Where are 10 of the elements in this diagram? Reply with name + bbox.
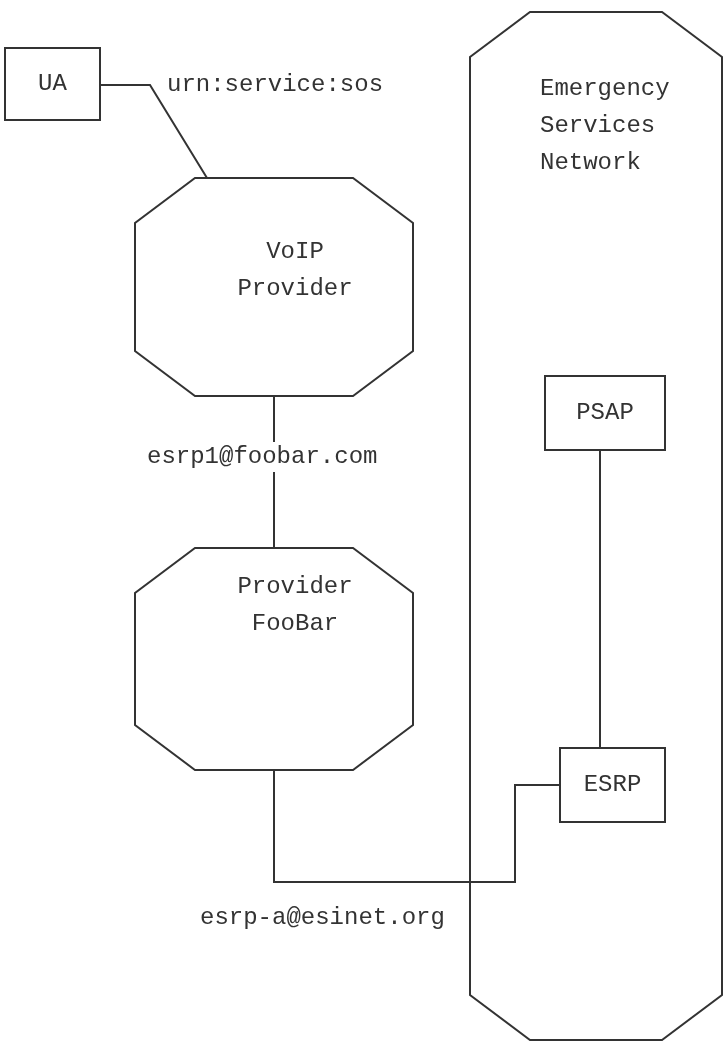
node-label: UA <box>37 69 68 99</box>
node-label: PSAP <box>575 398 635 428</box>
node-label: ESRP <box>582 770 643 800</box>
connector-line <box>599 449 601 749</box>
node-label: VoIP Provider <box>236 237 354 304</box>
node-label: Emergency Services Network <box>540 74 671 178</box>
connector-line <box>99 84 208 179</box>
connector-line <box>273 769 561 883</box>
edge-label: esrp1@foobar.com <box>145 442 380 472</box>
node-label: Provider FooBar <box>236 572 354 639</box>
